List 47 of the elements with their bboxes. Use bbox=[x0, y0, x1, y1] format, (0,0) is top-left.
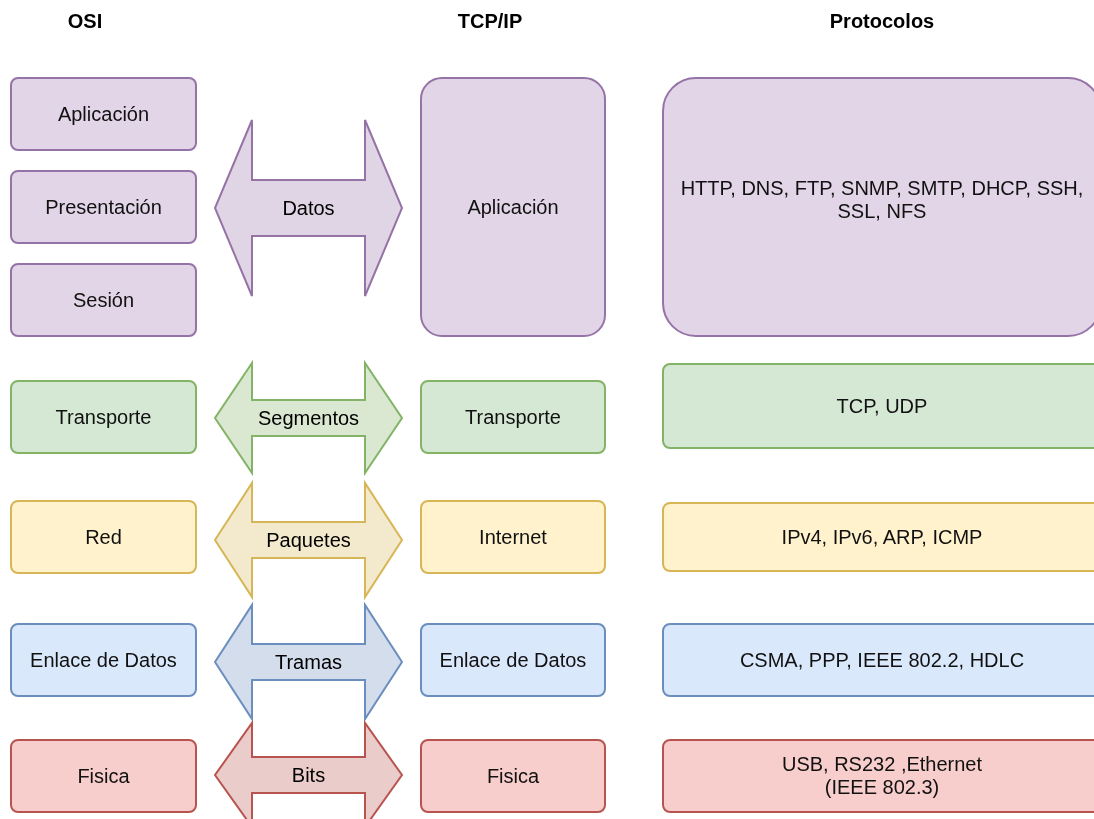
protocol-box bbox=[662, 363, 1094, 449]
edge-label: Paquetes bbox=[266, 528, 351, 552]
tcpip-layer-box bbox=[420, 739, 606, 813]
tcpip-layer-box bbox=[420, 380, 606, 454]
edge-label: Segmentos bbox=[257, 406, 360, 430]
layer-name: Aplicación bbox=[467, 195, 559, 219]
layer-name: IPv4, IPv6, ARP, ICMP bbox=[781, 525, 983, 549]
layer-name: Enlace de Datos bbox=[439, 648, 587, 672]
osi-layer-box bbox=[10, 263, 197, 337]
double-block-arrow bbox=[213, 719, 404, 819]
column-heading: OSI bbox=[67, 10, 103, 33]
double-block-arrow bbox=[213, 119, 404, 297]
osi-layer-box bbox=[10, 170, 197, 244]
osi-layer-box bbox=[10, 623, 197, 697]
layer-name: Transporte bbox=[55, 405, 152, 429]
tcpip-layer-box bbox=[420, 77, 606, 337]
column-heading: Protocolos bbox=[829, 10, 935, 33]
protocol-box bbox=[662, 502, 1094, 572]
layer-name: TCP, UDP bbox=[836, 395, 928, 418]
layer-name: Sesión bbox=[72, 288, 135, 312]
layer-name: HTTP, DNS, FTP, SNMP, SMTP, DHCP, SSH, SSL, NFS bbox=[679, 177, 1085, 223]
edge-label: Tramas bbox=[275, 650, 342, 674]
protocol-box bbox=[662, 77, 1094, 337]
osi-layer-box bbox=[10, 77, 197, 151]
layer-name: Transporte bbox=[465, 405, 561, 429]
layer-name: Enlace de Datos bbox=[30, 648, 177, 672]
layer-name: Internet bbox=[479, 525, 547, 549]
layer-name: Aplicación bbox=[57, 102, 150, 126]
osi-layer-box bbox=[10, 739, 197, 813]
protocol-box bbox=[662, 623, 1094, 697]
double-block-arrow bbox=[213, 601, 404, 723]
double-block-arrow bbox=[213, 479, 404, 601]
edge-label: Bits bbox=[291, 763, 326, 787]
layer-name: Presentación bbox=[45, 195, 162, 219]
layer-name: Fisica bbox=[486, 764, 540, 788]
layer-name: Fisica bbox=[77, 764, 130, 788]
layer-name: Red bbox=[85, 525, 122, 549]
column-heading: TCP/IP bbox=[457, 10, 523, 33]
osi-layer-box bbox=[10, 380, 197, 454]
layer-name: USB, RS232 ,Ethernet (IEEE 802.3) bbox=[780, 753, 984, 799]
double-block-arrow bbox=[213, 359, 404, 477]
edge-label: Datos bbox=[282, 196, 335, 220]
osi-layer-box bbox=[10, 500, 197, 574]
tcpip-layer-box bbox=[420, 623, 606, 697]
layer-name: CSMA, PPP, IEEE 802.2, HDLC bbox=[739, 648, 1025, 672]
tcpip-layer-box bbox=[420, 500, 606, 574]
protocol-box bbox=[662, 739, 1094, 813]
